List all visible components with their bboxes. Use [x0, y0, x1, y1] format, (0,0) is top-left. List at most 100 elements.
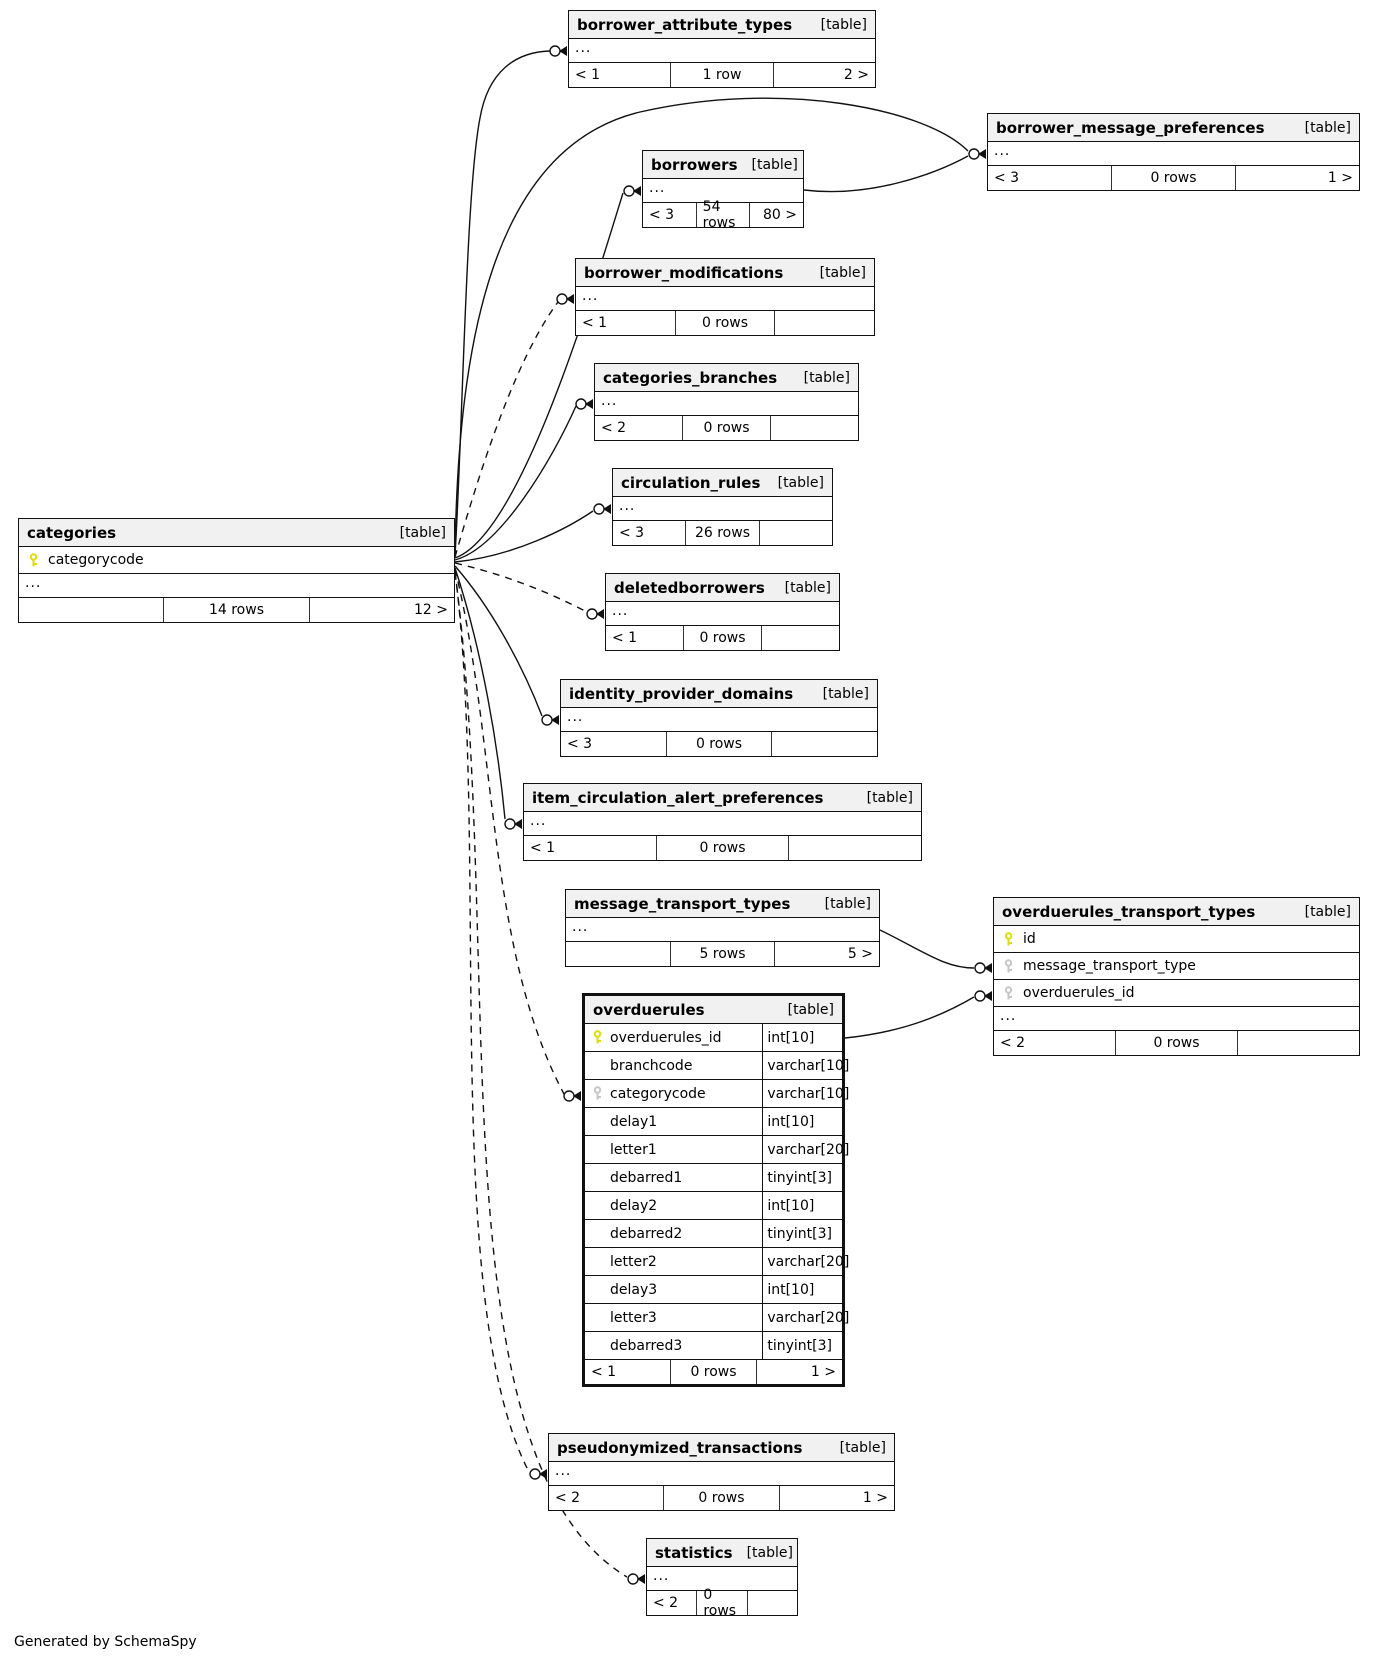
- footer-parents: < 1: [575, 67, 601, 83]
- edge-categories-circulation_rules: [454, 510, 594, 563]
- column-name-cell: delay2: [585, 1192, 762, 1219]
- footer-children: [770, 416, 858, 440]
- column-row-overduerules_id: overduerules_id: [994, 980, 1359, 1007]
- column-name-cell: debarred3: [585, 1332, 762, 1359]
- table-title-pseudonymized_transactions[interactable]: pseudonymized_transactions: [557, 1438, 803, 1457]
- table-title-identity_provider_domains[interactable]: identity_provider_domains: [569, 684, 794, 703]
- column-type: int[10]: [762, 1192, 842, 1219]
- column-type: varchar[20]: [762, 1248, 853, 1275]
- table-title-borrowers[interactable]: borrowers: [651, 155, 738, 174]
- table-badge: [table]: [866, 789, 913, 806]
- footer-parents: [566, 942, 670, 966]
- table-header: overduerules_transport_types[table]: [994, 898, 1359, 926]
- columns-ellipsis-row: ...: [643, 179, 803, 203]
- generated-by-note: Generated by SchemaSpy: [14, 1634, 197, 1650]
- columns-ellipsis-row: ...: [549, 1462, 894, 1486]
- footer-parents: < 2: [653, 1595, 679, 1611]
- footer-children: 1 >: [1235, 166, 1359, 190]
- columns-ellipsis-row: ...: [576, 287, 874, 311]
- edge-endpoints: [504, 45, 992, 1585]
- footer-children: 1 >: [778, 1486, 894, 1510]
- column-name: categorycode: [48, 552, 144, 568]
- table-header: categories[table]: [19, 519, 454, 547]
- table-title-borrower_modifications[interactable]: borrower_modifications: [584, 263, 784, 282]
- table-title-categories_branches[interactable]: categories_branches: [603, 368, 778, 387]
- columns-ellipsis-row: ...: [569, 39, 875, 63]
- edge-categories-item_circulation_alert_preferences: [454, 567, 506, 820]
- footer-children: 5 >: [774, 942, 879, 966]
- column-name-cell: delay1: [585, 1108, 762, 1135]
- table-title-categories[interactable]: categories: [27, 523, 117, 542]
- table-badge: [table]: [784, 579, 831, 596]
- table-title-deletedborrowers[interactable]: deletedborrowers: [614, 578, 765, 597]
- foreign-key-icon: [1003, 985, 1014, 1001]
- table-title-statistics[interactable]: statistics: [655, 1543, 733, 1562]
- footer-children: [774, 311, 874, 335]
- table-title-circulation_rules[interactable]: circulation_rules: [621, 473, 761, 492]
- column-type: varchar[10]: [762, 1052, 853, 1079]
- column-name-cell: letter2: [585, 1248, 762, 1275]
- column-type: tinyint[3]: [762, 1332, 842, 1359]
- footer-rowcount: 0 rows: [663, 1486, 778, 1510]
- footer-rowcount: 0 rows: [670, 1360, 756, 1384]
- footer-parents: < 3: [649, 207, 675, 223]
- column-row-debarred3: debarred3 tinyint[3]: [585, 1332, 842, 1360]
- primary-key-icon: [28, 552, 39, 568]
- table-title-borrower_attribute_types[interactable]: borrower_attribute_types: [577, 15, 793, 34]
- footer-rowcount: 1 row: [670, 63, 772, 87]
- footer-parents: < 1: [582, 315, 608, 331]
- footer-parents: < 3: [994, 170, 1020, 186]
- edge-categories-borrower_message_preferences: [454, 97, 969, 555]
- table-borrower_message_preferences: borrower_message_preferences[table]...< …: [987, 113, 1360, 191]
- footer-rowcount: 0 rows: [1115, 1031, 1237, 1055]
- table-header: borrower_attribute_types[table]: [569, 11, 875, 39]
- footer-children: 80 >: [749, 203, 803, 227]
- footer-children: [758, 521, 832, 545]
- footer-rowcount: 0 rows: [683, 626, 761, 650]
- footer-rowcount: 0 rows: [1111, 166, 1235, 190]
- footer-parents: [19, 598, 163, 622]
- table-badge: [table]: [803, 369, 850, 386]
- table-title-borrower_message_preferences[interactable]: borrower_message_preferences: [996, 118, 1265, 137]
- table-title-message_transport_types[interactable]: message_transport_types: [574, 894, 791, 913]
- footer-rowcount: 26 rows: [685, 521, 758, 545]
- column-type: varchar[20]: [762, 1136, 853, 1163]
- column-name: debarred3: [610, 1337, 683, 1354]
- table-header: circulation_rules[table]: [613, 469, 832, 497]
- column-type: int[10]: [762, 1024, 842, 1051]
- table-title-overduerules[interactable]: overduerules: [593, 1000, 705, 1019]
- table-header: message_transport_types[table]: [566, 890, 879, 918]
- column-type: varchar[20]: [762, 1304, 853, 1331]
- column-name-cell: letter3: [585, 1304, 762, 1331]
- columns-ellipsis-row: ...: [524, 812, 921, 836]
- table-title-overduerules_transport_types[interactable]: overduerules_transport_types: [1002, 902, 1256, 921]
- columns-ellipsis-row: ...: [606, 602, 839, 626]
- edge-borrowers-borrower_message_preferences: [803, 155, 969, 193]
- primary-key-icon: [592, 1030, 603, 1045]
- table-borrower_attribute_types: borrower_attribute_types[table]... < 1 1 r…: [568, 10, 876, 88]
- column-name: overduerules_id: [1023, 985, 1135, 1001]
- table-title-item_circulation_alert_preferences[interactable]: item_circulation_alert_preferences: [532, 788, 824, 807]
